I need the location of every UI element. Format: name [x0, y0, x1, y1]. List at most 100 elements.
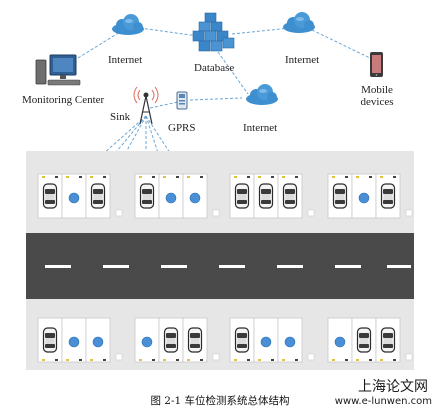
- sensor-node-icon: [334, 336, 346, 348]
- slot-marker: [247, 176, 250, 178]
- mobile-phone-icon: [370, 52, 383, 77]
- parking-space: [277, 317, 303, 363]
- slot-marker: [139, 176, 142, 178]
- car-top-view-icon: [332, 183, 348, 209]
- slot-marker: [79, 359, 82, 361]
- sensor-node-icon: [189, 192, 201, 204]
- slot-marker: [79, 176, 82, 178]
- slot-marker: [103, 176, 106, 178]
- computer-icon: [35, 54, 81, 86]
- slot-marker: [380, 359, 383, 361]
- parking-space: [61, 317, 87, 363]
- slot-marker: [332, 176, 335, 178]
- car-top-view-icon: [234, 327, 250, 353]
- sensor-node-icon: [165, 192, 177, 204]
- car-top-view-icon: [380, 183, 396, 209]
- slot-marker: [393, 176, 396, 178]
- slot-marker: [369, 359, 372, 361]
- antenna-tower-icon: [133, 86, 159, 125]
- slot-marker: [332, 359, 335, 361]
- car-top-view-icon: [139, 183, 155, 209]
- slot-marker: [66, 359, 69, 361]
- slot-marker: [200, 359, 203, 361]
- slot-marker: [90, 176, 93, 178]
- slot-marker: [66, 176, 69, 178]
- slot-marker: [234, 359, 237, 361]
- sink-label: Sink: [110, 111, 131, 123]
- parking-space: [253, 317, 279, 363]
- curb-block: [115, 353, 123, 361]
- curb-block: [212, 209, 220, 217]
- slot-marker: [139, 359, 142, 361]
- internet-label-left: Internet: [108, 54, 143, 66]
- slot-marker: [356, 359, 359, 361]
- car-top-view-icon: [282, 183, 298, 209]
- gprs-label: GPRS: [168, 122, 196, 134]
- slot-marker: [295, 359, 298, 361]
- slot-marker: [282, 176, 285, 178]
- slot-marker: [369, 176, 372, 178]
- car-top-view-icon: [258, 183, 274, 209]
- sensor-node-icon: [68, 192, 80, 204]
- slot-marker: [176, 359, 179, 361]
- database-server-icon: [192, 12, 235, 52]
- slot-marker: [42, 359, 45, 361]
- car-top-view-icon: [187, 327, 203, 353]
- slot-marker: [90, 359, 93, 361]
- car-top-view-icon: [234, 183, 250, 209]
- curb-block: [307, 353, 315, 361]
- curb-block: [212, 353, 220, 361]
- internet-label-mid: Internet: [243, 122, 278, 134]
- cloud-icon-mid: [246, 84, 278, 105]
- sensor-node-icon: [284, 336, 296, 348]
- sensor-node-icon: [358, 192, 370, 204]
- curb-block: [115, 209, 123, 217]
- slot-marker: [163, 359, 166, 361]
- car-top-view-icon: [380, 327, 396, 353]
- slot-marker: [380, 176, 383, 178]
- slot-marker: [271, 176, 274, 178]
- parking-slots: [37, 173, 413, 363]
- slot-marker: [234, 176, 237, 178]
- slot-marker: [271, 359, 274, 361]
- slot-marker: [42, 176, 45, 178]
- database-label: Database: [194, 62, 235, 74]
- car-top-view-icon: [42, 183, 58, 209]
- slot-marker: [152, 359, 155, 361]
- slot-marker: [393, 359, 396, 361]
- internet-label-right: Internet: [285, 54, 320, 66]
- slot-marker: [55, 176, 58, 178]
- monitoring-center-label: Monitoring Center: [22, 94, 105, 106]
- parking-space: [375, 173, 401, 219]
- mobile-devices-label: Mobile devices: [360, 84, 394, 108]
- sensor-node-icon: [92, 336, 104, 348]
- car-top-view-icon: [356, 327, 372, 353]
- slot-marker: [152, 176, 155, 178]
- cloud-icon-left: [112, 14, 144, 35]
- sensor-node-icon: [68, 336, 80, 348]
- car-top-view-icon: [90, 183, 106, 209]
- slot-marker: [163, 176, 166, 178]
- gprs-module-icon: [176, 91, 188, 110]
- slot-marker: [187, 359, 190, 361]
- slot-marker: [345, 176, 348, 178]
- slot-marker: [258, 359, 261, 361]
- figure-caption: 图 2-1 车位检测系统总体结构: [150, 395, 290, 407]
- slot-marker: [356, 176, 359, 178]
- curb-block: [307, 209, 315, 217]
- car-top-view-icon: [42, 327, 58, 353]
- slot-marker: [103, 359, 106, 361]
- slot-marker: [247, 359, 250, 361]
- slot-marker: [345, 359, 348, 361]
- curb-block: [405, 353, 413, 361]
- slot-marker: [55, 359, 58, 361]
- slot-marker: [282, 359, 285, 361]
- slot-marker: [187, 176, 190, 178]
- curb-block: [405, 209, 413, 217]
- lane-markings: [45, 265, 411, 268]
- slot-marker: [258, 176, 261, 178]
- slot-marker: [200, 176, 203, 178]
- slot-marker: [176, 176, 179, 178]
